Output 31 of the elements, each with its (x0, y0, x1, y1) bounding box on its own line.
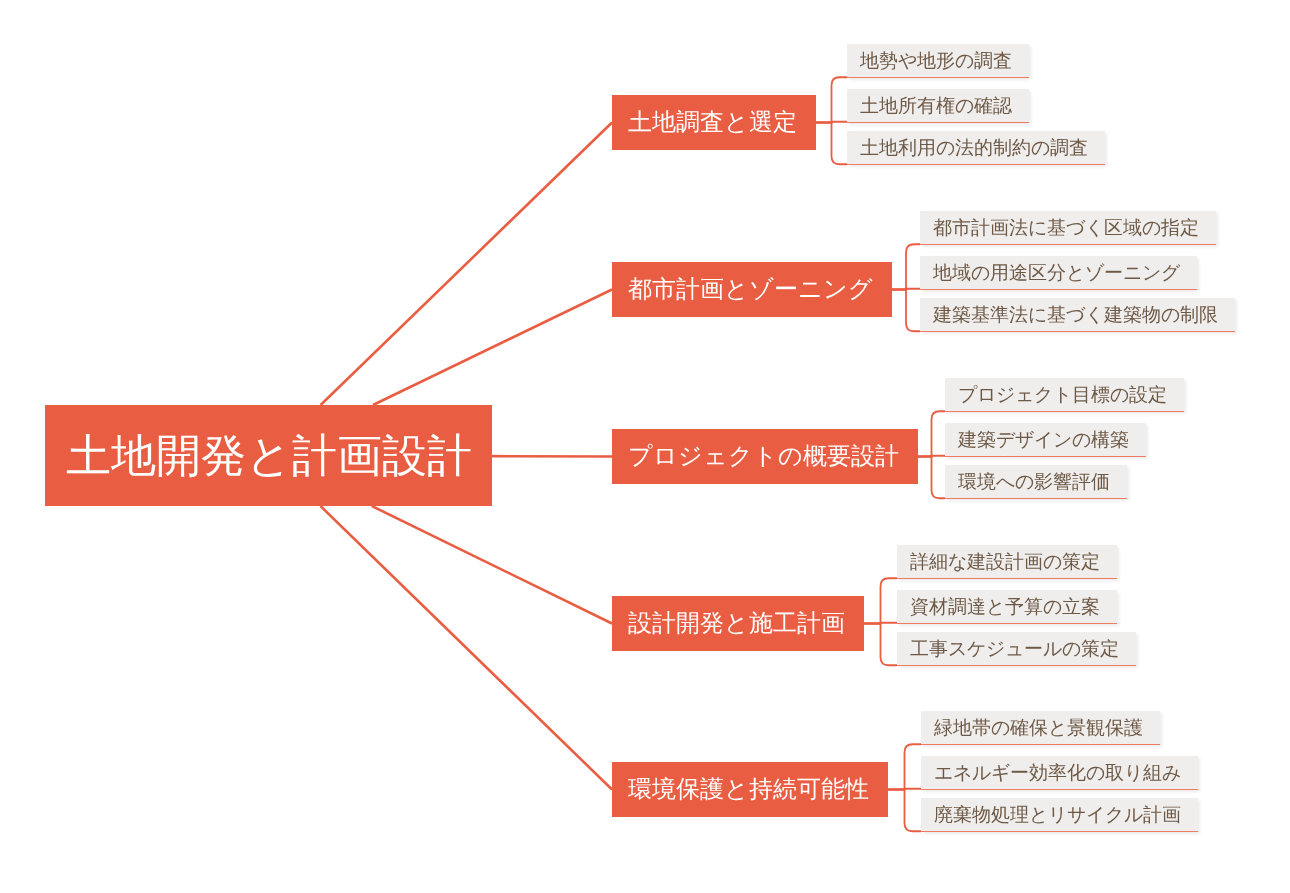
subtopic-box: 工事スケジュールの策定 (897, 632, 1136, 666)
topic-box: 都市計画とゾーニング (612, 262, 892, 317)
connector-line (891, 288, 921, 333)
subtopic-box: 地勢や地形の調査 (847, 44, 1029, 78)
subtopic-box: 環境への影響評価 (945, 465, 1127, 499)
connector-line (319, 121, 613, 406)
connector-line (887, 788, 922, 833)
topic-box: 土地調査と選定 (612, 95, 816, 150)
subtopic-box: 都市計画法に基づく区域の指定 (920, 211, 1216, 245)
topic-box: 環境保護と持続可能性 (612, 762, 888, 817)
connector-line (372, 288, 613, 407)
connector-line (917, 455, 946, 500)
subtopic-box: 緑地帯の確保と景観保護 (921, 711, 1160, 745)
subtopic-box: 地域の用途区分とゾーニング (920, 255, 1197, 290)
subtopic-box: 資材調達と予算の立案 (897, 589, 1117, 624)
connector-line (371, 504, 613, 625)
subtopic-box: プロジェクト目標の設定 (945, 378, 1184, 412)
topic-box: プロジェクトの概要設計 (612, 429, 918, 484)
connector-line (815, 121, 848, 166)
subtopic-box: 建築基準法に基づく建築物の制限 (920, 298, 1235, 332)
connector-line (492, 454, 612, 458)
connector-line (863, 622, 898, 667)
subtopic-box: 土地所有権の確認 (847, 88, 1029, 123)
connector-line (319, 505, 613, 791)
subtopic-box: 詳細な建設計画の策定 (897, 545, 1117, 579)
subtopic-box: 建築デザインの構築 (945, 422, 1146, 457)
subtopic-box: エネルギー効率化の取り組み (921, 755, 1198, 790)
topic-box: 設計開発と施工計画 (612, 596, 864, 651)
subtopic-box: 廃棄物処理とリサイクル計画 (921, 798, 1198, 832)
subtopic-box: 土地利用の法的制約の調査 (847, 131, 1105, 165)
central-topic-box: 土地開発と計画設計 (45, 405, 492, 506)
